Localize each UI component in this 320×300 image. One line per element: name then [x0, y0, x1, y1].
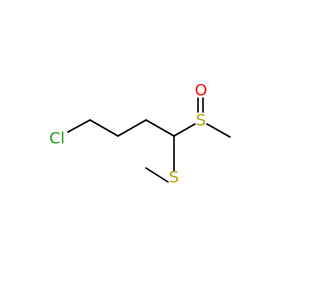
bond-c1-c2 [89, 119, 119, 137]
chlorine-atom-label: Cl [49, 129, 65, 148]
oxygen-atom-label: O [195, 81, 208, 100]
atom-label-layer: Cl S O S [49, 81, 207, 187]
thioether-sulfur-atom-label: S [169, 168, 179, 187]
molecule-structure-canvas: Cl S O S [49, 81, 231, 187]
sulfoxide-sulfur-atom-label: S [196, 111, 206, 130]
bond-cl-c1 [67, 119, 91, 133]
bond-c4-sulfoxide-s [173, 123, 196, 137]
bond-thioether-s-methyl [145, 167, 169, 183]
bond-c2-c3 [117, 119, 147, 137]
bond-sulfoxide-s-methyl [206, 123, 231, 138]
bond-layer [67, 97, 231, 183]
bond-c3-c4 [145, 119, 175, 137]
